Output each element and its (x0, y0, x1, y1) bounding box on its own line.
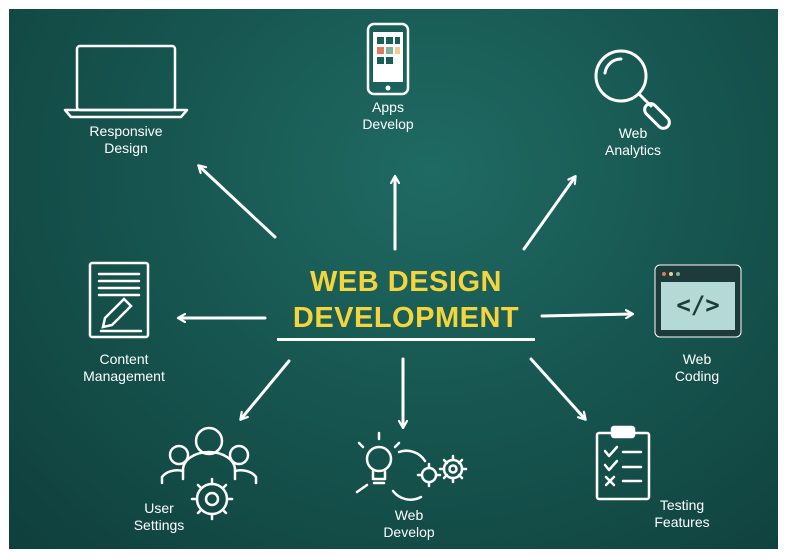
checklist-icon (595, 425, 651, 501)
node-label-line2: Develop (383, 524, 435, 540)
node-label-line2: Coding (674, 368, 720, 384)
node-label-line1: Content (99, 351, 149, 367)
node-content-management: Content Management (59, 351, 189, 385)
arrow-to-web-coding (540, 314, 632, 316)
diagram-graphics (63, 22, 742, 521)
title-line-1: WEB DESIGN (310, 266, 502, 298)
smartphone-icon (366, 22, 410, 96)
node-web-analytics: Web Analytics (583, 125, 683, 159)
diagram-title: WEB DESIGN DEVELOPMENT (276, 264, 536, 336)
document-edit-icon (88, 261, 150, 339)
users-gear-icon (160, 426, 258, 521)
node-label-line2: Features (654, 514, 710, 530)
node-user-settings: User Settings (109, 500, 209, 534)
node-label-line1: Apps (372, 99, 404, 115)
code-icon-text: </> (676, 291, 720, 319)
arrow-to-testing-features (529, 357, 585, 419)
arrow-to-user-settings (241, 359, 291, 419)
magnifier-icon (594, 49, 671, 130)
node-label-line1: Web (682, 351, 712, 367)
node-web-coding: Web Coding (647, 351, 747, 385)
node-responsive-design: Responsive Design (71, 123, 181, 157)
code-window-icon (654, 264, 742, 338)
idea-gears-icon (355, 431, 468, 501)
arrow-to-web-analytics (522, 177, 575, 251)
node-label-line1: Web (618, 125, 648, 141)
title-line-2: DEVELOPMENT (292, 302, 520, 334)
laptop-icon (63, 44, 189, 119)
node-label-line1: Web (394, 507, 424, 523)
arrow-to-responsive-design (199, 166, 277, 239)
node-label-line2: Settings (133, 517, 185, 533)
node-label-line1: Testing (659, 497, 705, 513)
node-label-line2: Develop (362, 116, 414, 132)
node-label-line2: Design (104, 140, 148, 156)
diagram-canvas: </> WEB DESIGN DEVELOPMENT Responsive De… (9, 9, 778, 549)
node-apps-develop: Apps Develop (338, 99, 438, 133)
node-label-line2: Management (83, 368, 165, 384)
node-web-develop: Web Develop (359, 507, 459, 541)
node-label-line1: User (144, 500, 174, 516)
node-label-line2: Analytics (604, 142, 662, 158)
title-underline (277, 338, 535, 341)
node-label-line1: Responsive (89, 123, 163, 139)
node-testing-features: Testing Features (632, 497, 732, 531)
